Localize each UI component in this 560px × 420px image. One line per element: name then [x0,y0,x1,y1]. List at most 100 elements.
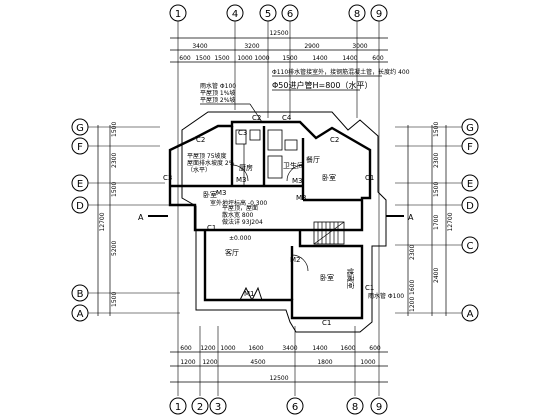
dim-text: 1500 [433,122,440,137]
axis-bubble [71,284,89,302]
axis-bubble [71,118,89,136]
room-bath: 卫生间 [283,161,304,170]
axis-label: 6 [292,402,298,413]
toilet [284,139,298,151]
room-living: 客厅 [225,248,239,257]
window-label: C3 [163,174,172,182]
door-label: M3 [296,194,307,202]
axis-bubble [226,4,244,22]
dim-text: 3400 [192,43,207,50]
dim-text: 1500 [111,292,118,307]
dim-text: 1200 [200,345,215,352]
axis-bubble [370,397,388,415]
window-label: C4 [282,114,292,122]
dim-text: 12700 [99,212,106,231]
dim-text: 1500 [195,55,210,62]
room-dining: 餐厅 [306,155,320,164]
right-dimensions: 12700 1500 2300 1500 1700 2400 2300 1600… [407,118,479,322]
note-text: 平屋顶 2%坡 [200,96,235,104]
top-dimensions: 12500 3400 3200 2900 3000 600 1500 1500 … [170,30,388,63]
door-swing-m2 [291,254,309,272]
dim-text: 1800 [317,359,332,366]
leader-line [249,103,263,123]
door-swing-m3 [231,164,249,182]
dim-text: 3400 [282,345,297,352]
exterior-wall [203,230,240,302]
door-label: M3 [292,177,303,185]
dim-text: 12700 [447,212,454,231]
roof-outline [181,111,387,333]
dim-text: 1700 [433,215,440,230]
axis-label: 3 [215,402,221,413]
window-label: C1 [365,284,374,292]
axis-label: 5 [265,9,271,20]
axis-label: F [467,142,473,153]
horizontal-grid-lines [88,126,465,314]
dim-text: 600 [372,55,384,62]
axis-bubble [461,174,479,192]
axis-label: G [466,123,474,134]
window-label: C2 [252,114,261,122]
axis-label: D [76,201,84,212]
dim-text: 2300 [433,153,440,168]
window-label: C1 [207,224,216,232]
dim-text: 12500 [269,30,288,37]
dim-text: 1200 [180,359,195,366]
door-label: M3 [216,189,227,197]
window-label: C2 [330,136,339,144]
axis-label: F [77,142,83,153]
axis-label: A [77,309,84,320]
axis-label: 8 [354,9,360,20]
dim-text: 1500 [282,55,297,62]
window-label: C1 [365,174,374,182]
stair [313,221,345,245]
dim-text: 3200 [244,43,259,50]
room-kitchen: 厨房 [239,163,253,172]
room-bedroom-left: 卧室 [203,190,217,199]
axis-label: 4 [232,9,238,20]
section-marks: A A [138,213,414,222]
bathtub [267,129,283,151]
axis-bubble [169,4,187,22]
exterior-wall [168,136,205,232]
left-dimensions: 12700 1500 2300 1500 5200 1500 G F E D B… [71,118,118,322]
note-text: 平屋顶 1%坡 [200,89,235,97]
axis-bubble [71,196,89,214]
room-storage: 储藏室 [346,268,355,289]
note-text: Φ50进户管H=800（水平） [272,80,372,90]
dim-text: 1000 [220,345,235,352]
dim-text: 1500 [111,122,118,137]
stove [249,129,261,141]
entrance-door [239,286,263,302]
axis-bubble [281,4,299,22]
window-label: C3 [238,129,247,137]
dim-text: 1600 [340,345,355,352]
axis-bubble [461,118,479,136]
dim-text: 2300 [111,153,118,168]
axis-label: 1 [175,402,181,413]
dim-text: 1500 [214,55,229,62]
dim-text: 1000 [360,359,375,366]
note-text: 雨水管 Φ100 [200,82,236,90]
interior-notes: 平屋顶 75坡度 屋面排水坡度 2% （水平） 平屋顶，屋面 散水宽 800 做… [187,152,267,226]
dim-text: 1400 [342,55,357,62]
axis-bubble [209,397,227,415]
axis-label: C [467,241,474,252]
axis-bubble [348,4,366,22]
note-text: 屋面排水坡度 2% [187,159,235,167]
dim-text: 1600 [409,280,416,295]
dim-text: 1200 [409,297,416,312]
axis-bubble [71,137,89,155]
dim-text: 1000 [254,55,269,62]
door-swing-m3b [286,164,304,182]
axis-bubble [370,4,388,22]
dim-text: 1400 [312,345,327,352]
note-text: 散水宽 800 [222,211,254,219]
note-text: （水平） [187,166,211,174]
walls [168,120,372,320]
axis-bubble [169,397,187,415]
sink [235,129,247,145]
dim-text: 1500 [433,182,440,197]
dim-text: 2400 [433,268,440,283]
